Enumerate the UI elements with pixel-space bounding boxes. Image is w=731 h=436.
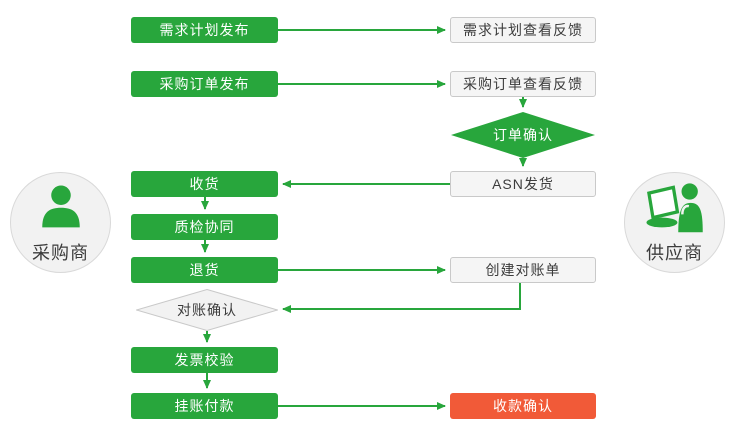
person-icon: [36, 181, 86, 238]
actor-buyer-label: 采购商: [32, 242, 89, 263]
person-laptop-icon: [644, 181, 706, 238]
node-returns: 退货: [131, 257, 278, 283]
node-statement-confirm-diamond: 对账确认: [136, 289, 278, 331]
actor-buyer: 采购商: [10, 172, 111, 273]
diamond-label: 订单确认: [493, 127, 553, 143]
node-asn-ship: ASN发货: [450, 171, 596, 197]
node-receive: 收货: [131, 171, 278, 197]
diamond-shape-green: [451, 112, 595, 158]
node-order-confirm-diamond: 订单确认: [451, 112, 595, 158]
actor-supplier-label: 供应商: [646, 242, 703, 263]
node-receipt-confirm: 收款确认: [450, 393, 596, 419]
node-demand-plan-publish: 需求计划发布: [131, 17, 278, 43]
node-po-publish: 采购订单发布: [131, 71, 278, 97]
node-demand-plan-feedback: 需求计划查看反馈: [450, 17, 596, 43]
node-po-feedback: 采购订单查看反馈: [450, 71, 596, 97]
diamond-label: 对账确认: [177, 302, 237, 318]
arrow-statement-to-confirm-elbow: [282, 283, 521, 313]
node-create-statement: 创建对账单: [450, 257, 596, 283]
node-payment: 挂账付款: [131, 393, 278, 419]
diamond-shape-gray: [136, 289, 278, 331]
node-quality-check: 质检协同: [131, 214, 278, 240]
actor-supplier: 供应商: [624, 172, 725, 273]
node-invoice-check: 发票校验: [131, 347, 278, 373]
